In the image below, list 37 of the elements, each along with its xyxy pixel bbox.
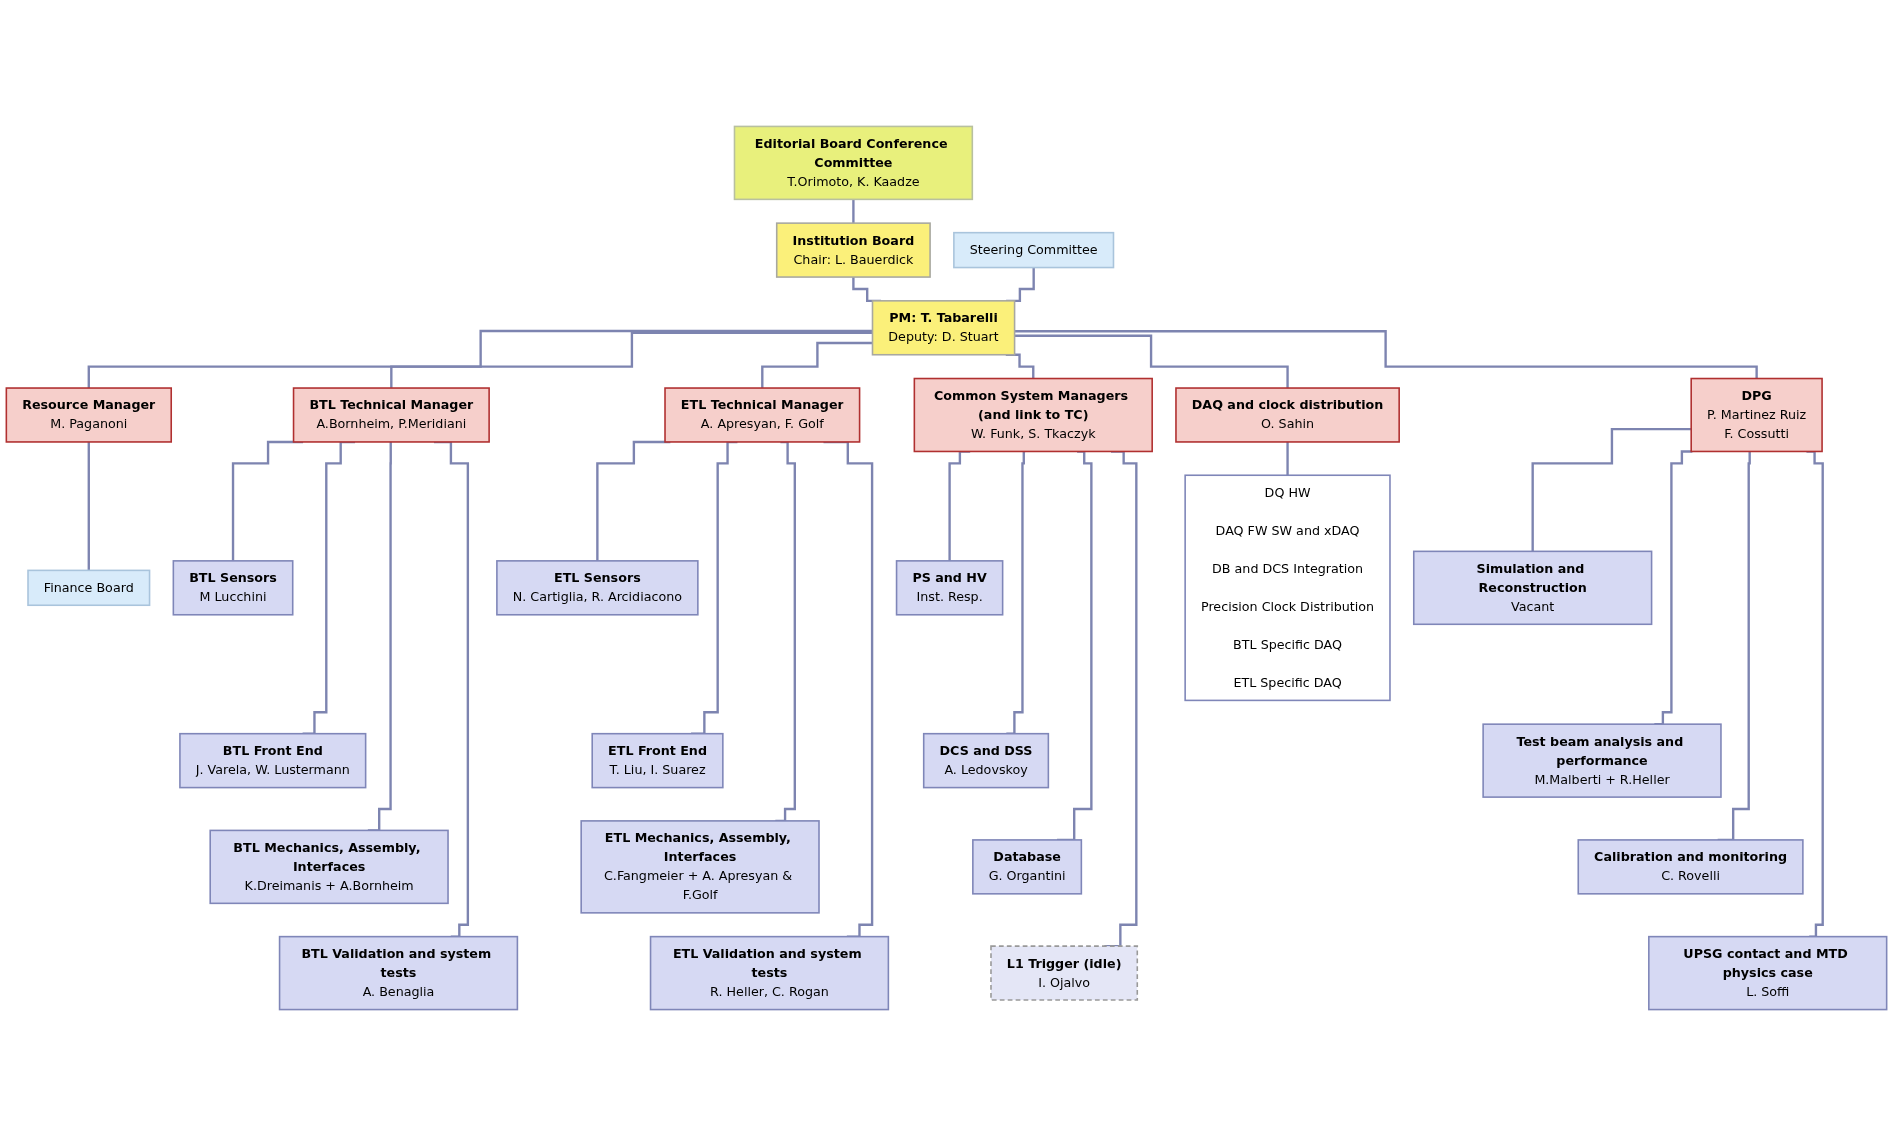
- node-box: Resource Manager M. Paganoni: [5, 387, 172, 443]
- node-box: BTL Sensors M Lucchini: [172, 560, 294, 616]
- node-box: BTL Front End J. Varela, W. Lustermann: [179, 732, 367, 789]
- node-box: BTL Technical Manager A.Bornheim, P.Meridiani: [292, 387, 490, 443]
- node-box: Editorial Board Conference Committee T.Orimoto, K. Kaadze: [733, 125, 974, 201]
- node-box: Test beam analysis and performance M.Malberti + R.Heller: [1482, 723, 1722, 798]
- node-box: L1 Trigger (idle) I. Ojalvo: [990, 945, 1139, 1001]
- node-box: Calibration and monitoring C. Rovelli: [1577, 839, 1804, 895]
- connector: [1531, 427, 1692, 553]
- node-box: Finance Board: [27, 569, 151, 607]
- node-box: DCS and DSS A. Ledovskoy: [922, 732, 1050, 789]
- node-box: DPG P. Martinez Ruiz F. Cossutti: [1690, 377, 1823, 453]
- node-box: DQ HW DAQ FW SW and xDAQ DB and DCS Integration Precision Clock Distribution BTL Specific DAQ ETL Specific DAQ: [1184, 474, 1391, 702]
- connector: [1286, 440, 1289, 477]
- node-box: UPSG contact and MTD physics case L. Soffi: [1648, 935, 1888, 1011]
- node-box: Common System Managers (and link to TC) W. Funk, S. Tkaczyk: [913, 377, 1153, 453]
- connector: [1014, 334, 1289, 390]
- connector: [1014, 330, 1758, 380]
- connector: [852, 198, 855, 225]
- node-box: DAQ and clock distribution O. Sahin: [1175, 387, 1400, 443]
- connector: [761, 341, 873, 390]
- connector: [87, 440, 90, 572]
- node-box: Simulation and Reconstruction Vacant: [1412, 550, 1653, 626]
- node-box: BTL Mechanics, Assembly, Interfaces K.Dreimanis + A.Bornheim: [209, 829, 449, 905]
- node-box: Institution Board Chair: L. Bauerdick: [775, 222, 931, 278]
- connector: [87, 329, 873, 390]
- node-box: ETL Sensors N. Cartiglia, R. Arcidiacono: [496, 560, 699, 616]
- node-box: BTL Validation and system tests A. Benaglia: [278, 935, 519, 1011]
- node-box: PS and HV Inst. Resp.: [895, 560, 1004, 616]
- connector: [390, 331, 873, 390]
- node-box: ETL Mechanics, Assembly, Interfaces C.Fangmeier + A. Apresyan & F.Golf: [580, 820, 820, 914]
- node-box: PM: T. Tabarelli Deputy: D. Stuart: [871, 300, 1016, 356]
- node-box: Steering Committee: [953, 231, 1115, 269]
- node-box: ETL Technical Manager A. Apresyan, F. Golf: [664, 387, 861, 443]
- node-box: ETL Front End T. Liu, I. Suarez: [591, 732, 724, 789]
- node-box: Database G. Organtini: [972, 839, 1083, 895]
- node-box: ETL Validation and system tests R. Heller, C. Rogan: [649, 935, 890, 1011]
